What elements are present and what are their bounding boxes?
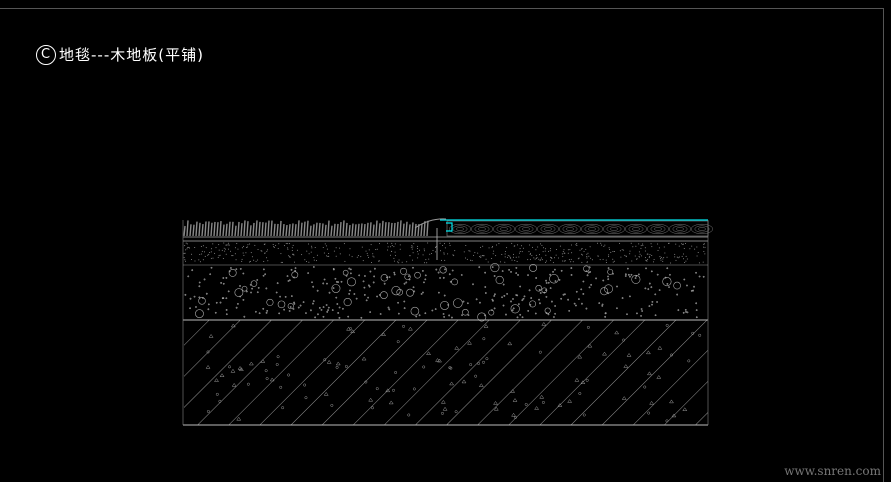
wood-floor-layer — [414, 218, 714, 260]
aggregate-layer — [184, 263, 705, 322]
drawing-frame — [0, 8, 884, 482]
carpet-layer — [183, 220, 429, 237]
leveling-layer — [183, 236, 708, 266]
drawing-title: C 地毯---木地板(平铺) — [36, 44, 204, 65]
transition-strip — [446, 222, 453, 232]
title-text: 地毯---木地板(平铺) — [59, 46, 204, 64]
watermark: www.snren.com — [784, 464, 881, 478]
concrete-base-layer — [183, 319, 708, 426]
detail-marker: C — [36, 44, 56, 65]
